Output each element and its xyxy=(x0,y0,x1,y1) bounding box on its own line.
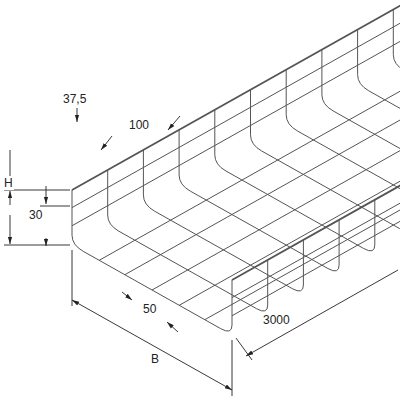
dimension-label: 50 xyxy=(142,302,157,316)
cross-wire xyxy=(322,50,400,191)
cross-wire xyxy=(143,150,303,291)
dimension-arrow xyxy=(77,108,78,122)
cross-wire xyxy=(72,190,232,331)
dimension-label: H xyxy=(3,176,14,190)
dimension-line xyxy=(10,215,11,232)
cross-wire xyxy=(108,170,268,311)
longitudinal-wire xyxy=(205,37,400,320)
longitudinal-wire xyxy=(152,7,400,290)
dimension-arrow xyxy=(167,322,178,332)
longitudinal-wire xyxy=(232,33,400,316)
dimension-lines xyxy=(4,108,398,396)
dimension-arrow xyxy=(46,186,47,204)
dimension-line xyxy=(72,300,232,390)
dimension-arrow xyxy=(10,191,11,205)
dimension-line xyxy=(246,270,398,356)
longitudinal-wire xyxy=(232,0,400,280)
dimension-arrow xyxy=(46,238,47,246)
dimension-label: B xyxy=(150,352,160,366)
extension-line xyxy=(40,206,70,207)
extension-line xyxy=(4,245,70,246)
dimension-arrow xyxy=(10,232,11,244)
dimension-arrow xyxy=(168,116,180,130)
dimension-label: 30 xyxy=(28,208,43,222)
extension-line xyxy=(72,250,73,306)
extension-line xyxy=(236,338,252,360)
longitudinal-wire xyxy=(72,0,400,190)
longitudinal-wire xyxy=(179,22,400,305)
longitudinal-wire xyxy=(99,0,400,260)
cross-wire xyxy=(215,110,375,251)
dimension-arrow xyxy=(122,292,132,300)
extension-line xyxy=(232,340,233,396)
dimension-label: 3000 xyxy=(262,313,291,327)
cross-wire xyxy=(393,9,400,150)
cross-wire xyxy=(286,70,400,211)
dimension-label: 100 xyxy=(128,118,150,132)
longitudinal-wire xyxy=(72,0,400,208)
cross-wire xyxy=(179,130,339,271)
dimension-label: 37,5 xyxy=(62,92,87,106)
longitudinal-wire xyxy=(232,14,400,297)
cross-wire xyxy=(251,90,400,231)
wire-mesh xyxy=(72,0,400,331)
extension-line xyxy=(4,190,70,191)
dimension-arrow xyxy=(101,136,112,150)
